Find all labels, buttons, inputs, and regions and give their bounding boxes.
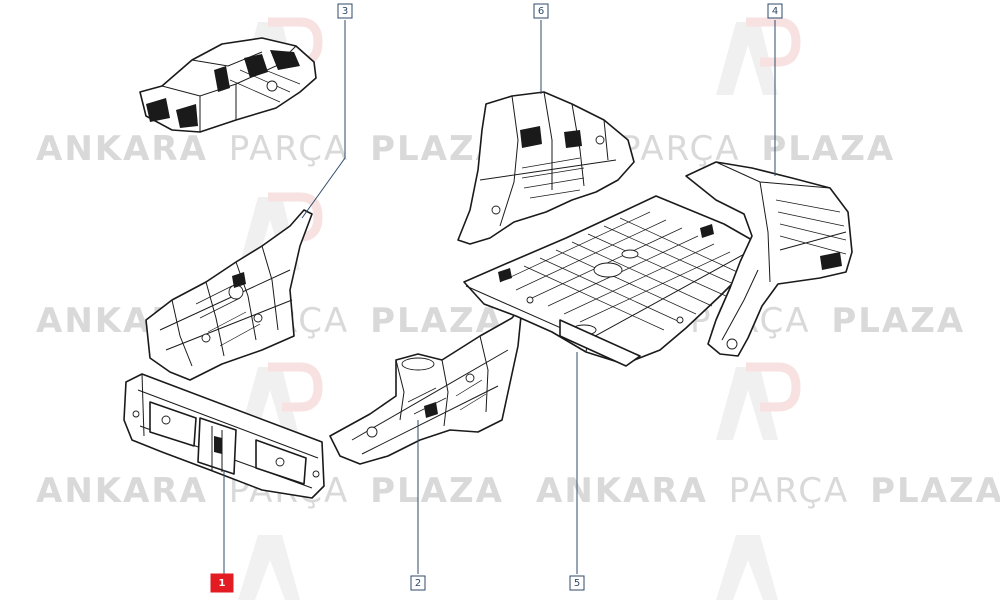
callout-number: 2 — [415, 578, 421, 589]
part-1-front-panel-illustration — [123, 373, 325, 499]
car-body-overview-illustration — [139, 37, 317, 133]
watermark-logo — [716, 362, 801, 440]
part-3-front-wheelhouse-illustration — [145, 209, 313, 381]
watermark-text: ANKARA PARÇA PLAZA — [536, 471, 1000, 511]
leader-lines — [223, 20, 776, 574]
callout-number: 1 — [219, 578, 226, 589]
callout-3[interactable]: 3 — [337, 3, 353, 19]
watermark-text: ANKARA PARÇA PLAZA — [36, 129, 504, 169]
callout-1[interactable]: 1 — [210, 573, 234, 593]
watermark-text: PARÇA PLAZA — [620, 129, 895, 169]
callout-2[interactable]: 2 — [410, 575, 426, 591]
callout-number: 6 — [538, 6, 544, 17]
callout-box-active[interactable] — [210, 573, 234, 593]
callout-box[interactable] — [410, 575, 426, 591]
part-5-rear-floor-illustration — [463, 195, 753, 367]
part-6-rear-inner-panel-illustration — [457, 91, 635, 245]
callout-6[interactable]: 6 — [533, 3, 549, 19]
callout-number: 4 — [772, 6, 778, 17]
callout-box[interactable] — [569, 575, 585, 591]
watermark-logo — [238, 535, 778, 600]
watermark-logo — [716, 17, 801, 95]
part-4-rear-quarter-panel-illustration — [685, 161, 853, 357]
callout-4[interactable]: 4 — [767, 3, 783, 19]
callout-box[interactable] — [767, 3, 783, 19]
leader-line-3 — [301, 157, 346, 219]
callout-box[interactable] — [337, 3, 353, 19]
callout-5[interactable]: 5 — [569, 575, 585, 591]
callout-number: 5 — [574, 578, 580, 589]
part-2-front-floor-member-illustration — [329, 305, 523, 465]
callout-number: 3 — [342, 6, 348, 17]
callout-box[interactable] — [533, 3, 549, 19]
